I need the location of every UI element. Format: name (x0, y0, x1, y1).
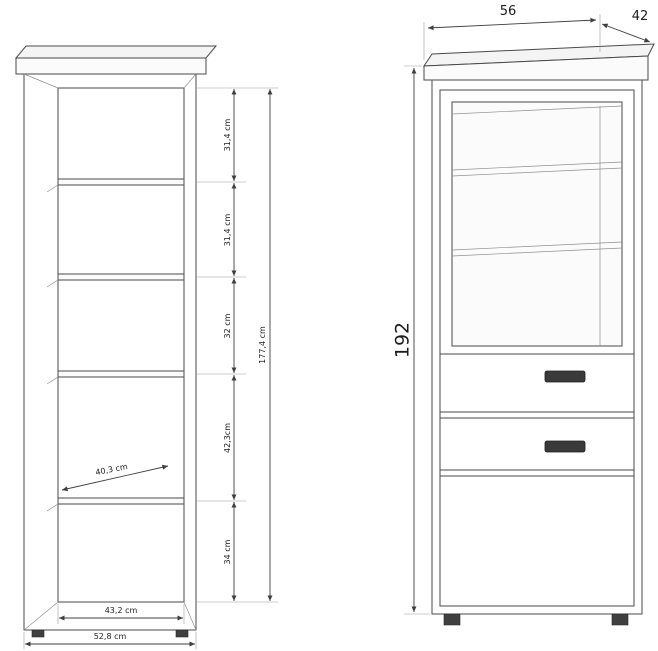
cabinet-foot (443, 613, 461, 626)
front-seams (440, 353, 634, 477)
cabinet-foot (611, 613, 629, 626)
shelf (57, 370, 185, 378)
height-segments-dimension-chain: 31,4 cm 31,4 cm 32 cm 42,3cm 34 cm (223, 89, 237, 601)
width-dimension: 56 (423, 4, 601, 60)
shelf (57, 273, 185, 281)
shelf (57, 497, 185, 505)
cabinet-foot (175, 629, 189, 638)
cabinet-body (23, 73, 197, 631)
outer-width-label: 52,8 cm (94, 632, 127, 641)
shelves (46, 178, 185, 512)
height-label: 192 (392, 322, 414, 358)
total-height-label: 177,4 cm (258, 326, 267, 364)
dimension-extension-lines (196, 87, 278, 603)
drawer-handle (544, 370, 586, 383)
segment-height-label: 31,4 cm (223, 119, 232, 152)
total-height-dimension: 177,4 cm (258, 89, 273, 601)
shelf (57, 178, 185, 186)
depth-label: 42 (632, 9, 649, 24)
glass-shelf-line (451, 241, 623, 251)
glass-panel (451, 101, 623, 347)
shelf-depth-arrow (61, 464, 169, 492)
door-handle (544, 440, 586, 453)
depth-dimension: 42 (601, 9, 651, 43)
cabinet-top-board (423, 43, 655, 81)
segment-height-label: 34 cm (223, 539, 232, 564)
inner-width-dimension: 43,2 cm (57, 604, 185, 624)
cabinet-foot (31, 629, 45, 638)
segment-height-label: 31,4 cm (223, 214, 232, 247)
width-label: 56 (500, 4, 517, 19)
right-cabinet-view: 56 42 192 (392, 4, 655, 626)
segment-height-label: 42,3cm (223, 423, 232, 453)
segment-height-label: 32 cm (223, 313, 232, 338)
cabinet-opening (57, 87, 185, 603)
height-dimension: 192 (392, 65, 430, 615)
glass-shelf-line (451, 161, 623, 171)
cabinet-top-board (14, 45, 218, 75)
inner-width-label: 43,2 cm (105, 606, 138, 615)
outer-width-dimension: 52,8 cm (23, 632, 197, 649)
left-cabinet-view: 40,3 cm 31,4 cm 31,4 cm 32 cm 42,3cm 34 … (14, 45, 278, 649)
